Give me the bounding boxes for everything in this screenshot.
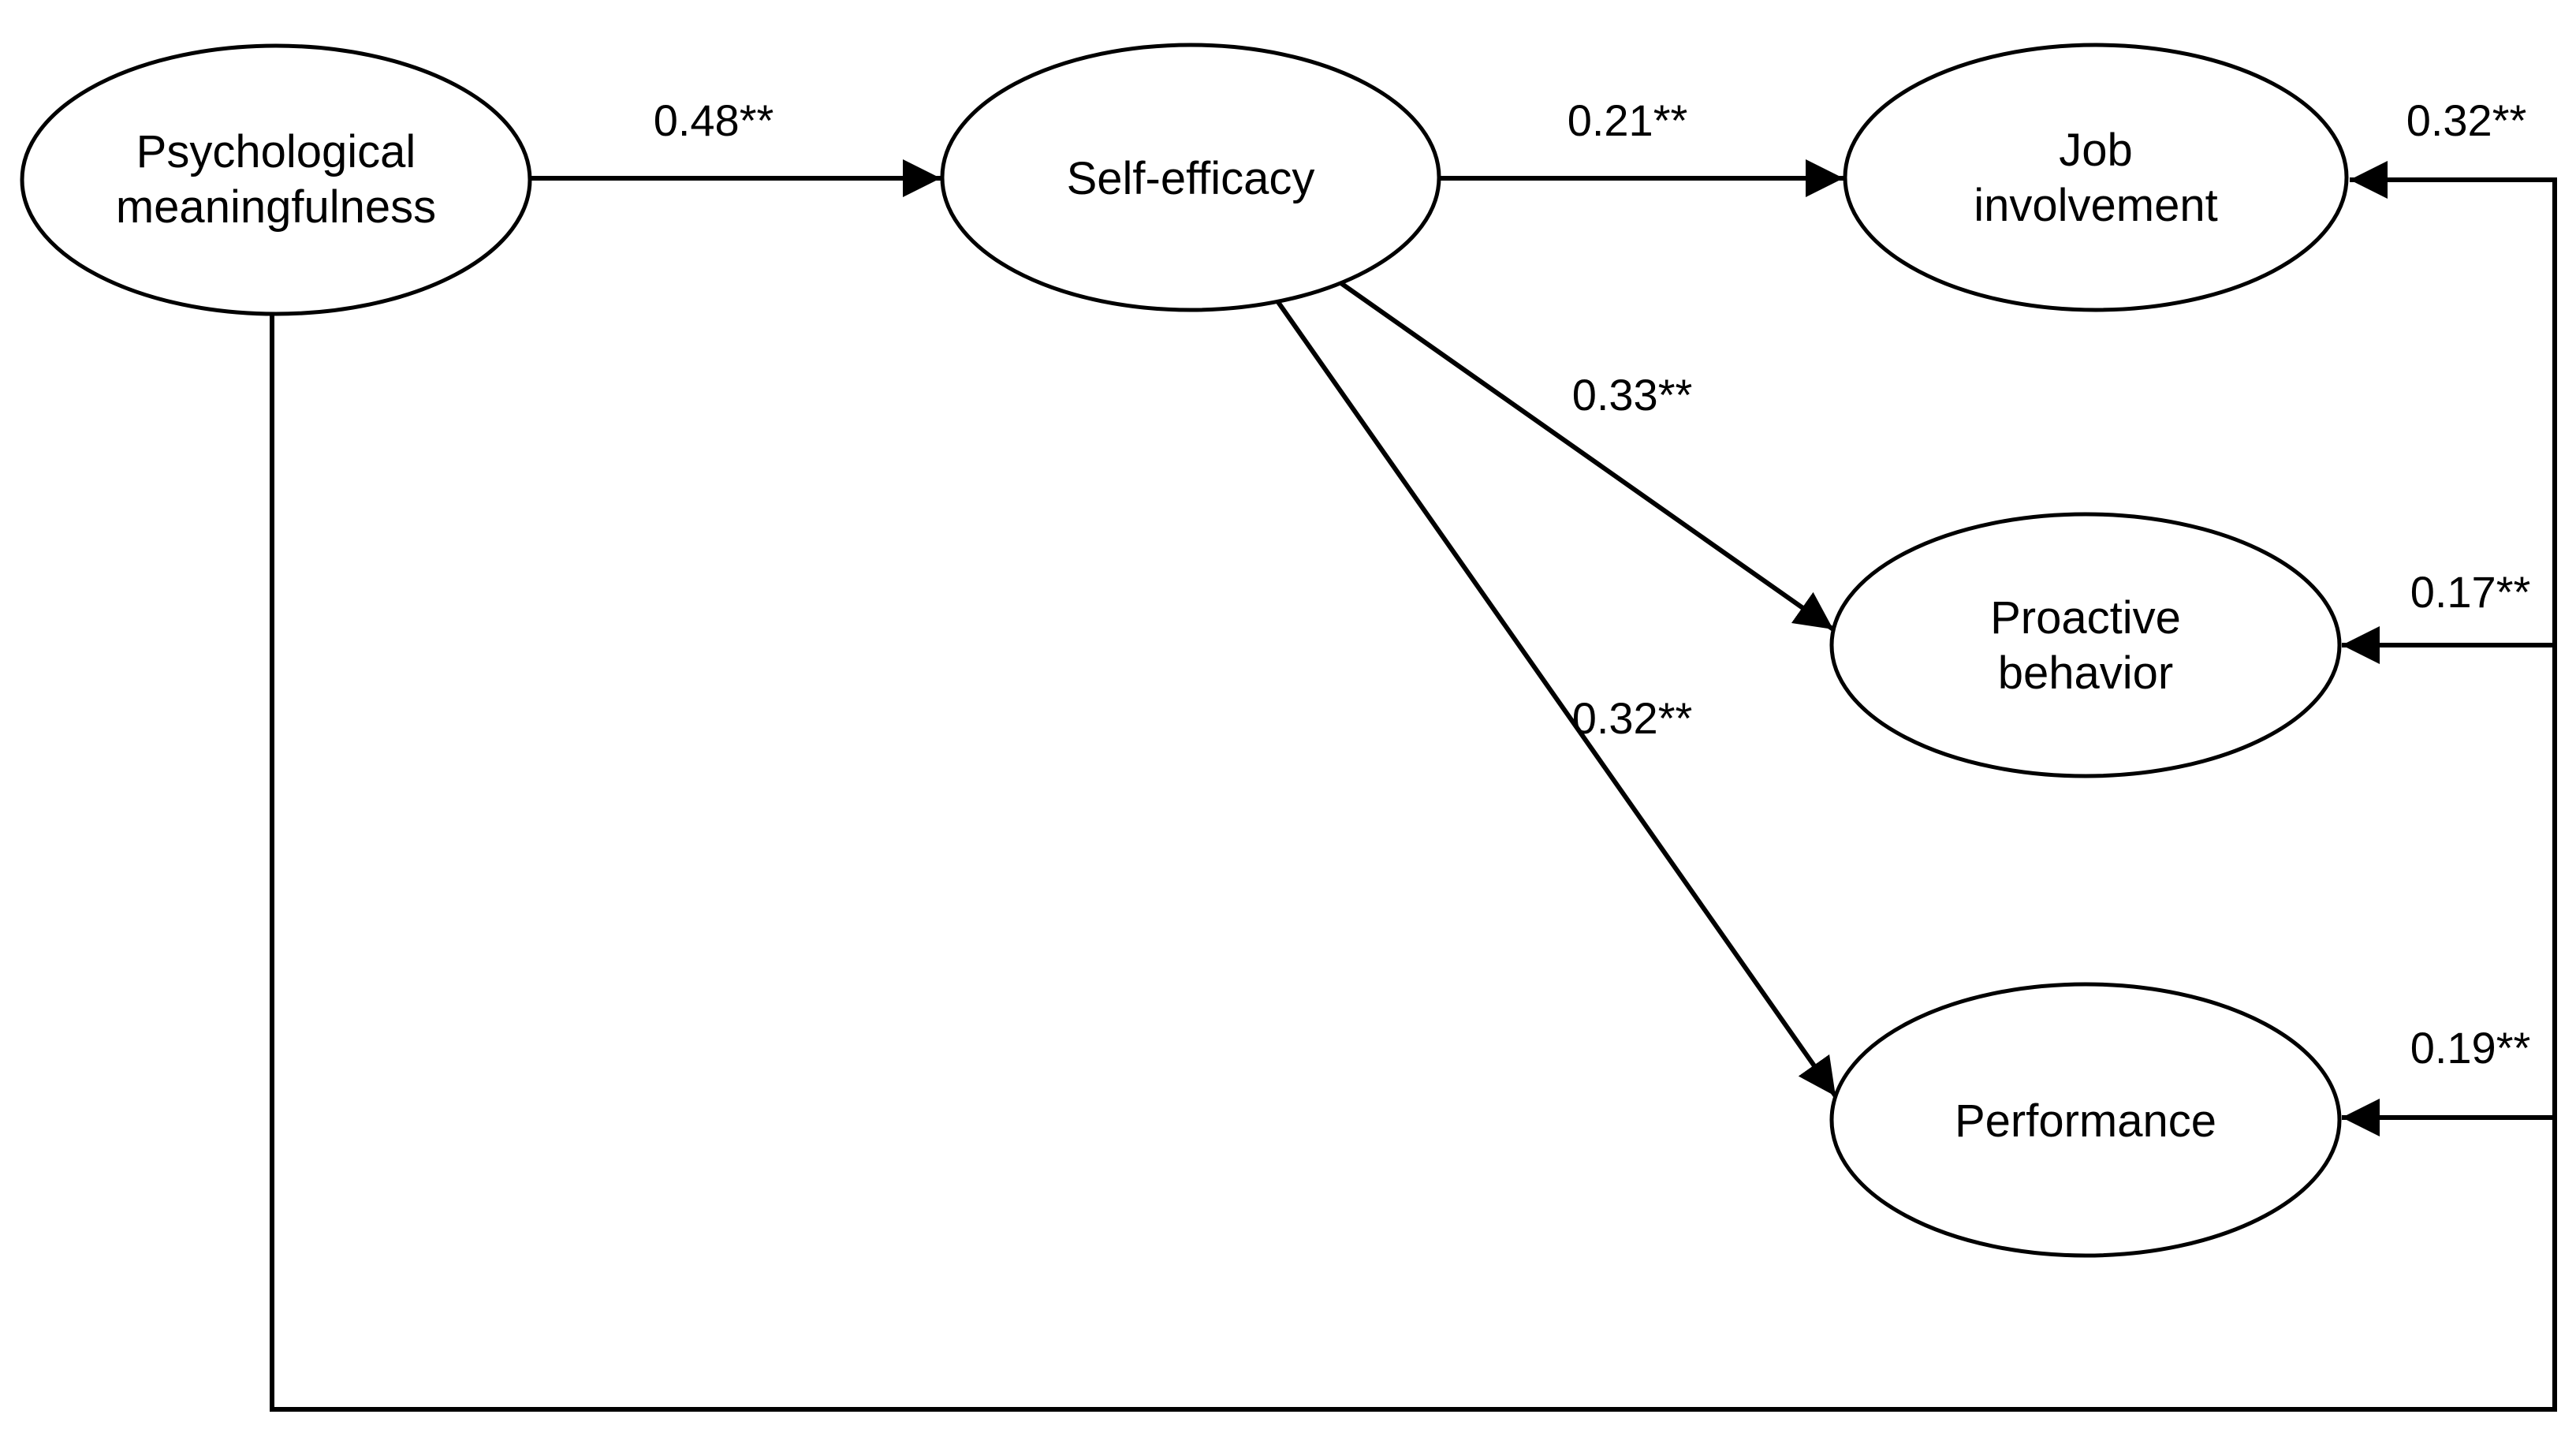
psychological-meaningfulness-label-line1: Psychological <box>136 126 416 177</box>
coefficient-selfefficacy-jobinvolvement: 0.21** <box>1568 95 1688 145</box>
coefficient-around-jobinvolvement: 0.32** <box>2406 95 2527 145</box>
proactive-behavior-label-line1: Proactive <box>1990 592 2181 644</box>
psychological-meaningfulness-label-line2: meaningfulness <box>116 181 436 233</box>
coefficient-around-performance: 0.19** <box>2410 1023 2531 1073</box>
job-involvement-label-line1: Job <box>2059 125 2133 176</box>
proactive-behavior-ellipse <box>1829 512 2342 778</box>
self-efficacy-label: Self-efficacy <box>1067 153 1315 204</box>
coefficient-selfefficacy-performance: 0.32** <box>1572 693 1693 743</box>
self-efficacy-ellipse <box>940 43 1441 312</box>
job-involvement-ellipse <box>1843 43 2349 312</box>
performance-label: Performance <box>1955 1095 2216 1147</box>
psychological-meaningfulness-ellipse <box>20 43 532 316</box>
coefficient-psych-selfefficacy: 0.48** <box>654 95 774 145</box>
node-performance: Performance <box>1829 982 2342 1258</box>
node-psychological-meaningfulness: Psychological meaningfulness <box>20 43 532 316</box>
node-proactive-behavior: Proactive behavior <box>1829 512 2342 778</box>
job-involvement-label-line2: involvement <box>1974 180 2217 231</box>
edge-psych-around-to-jobinvolvement <box>270 161 2557 1412</box>
proactive-behavior-label-line2: behavior <box>1998 647 2173 699</box>
coefficient-around-proactivebehavior: 0.17** <box>2410 567 2531 617</box>
node-self-efficacy: Self-efficacy <box>940 43 1441 312</box>
coefficient-selfefficacy-proactivebehavior: 0.33** <box>1572 370 1693 420</box>
edge-selfefficacy-to-performance <box>1188 176 1838 1098</box>
node-job-involvement: Job involvement <box>1843 43 2349 312</box>
performance-ellipse <box>1829 982 2342 1258</box>
